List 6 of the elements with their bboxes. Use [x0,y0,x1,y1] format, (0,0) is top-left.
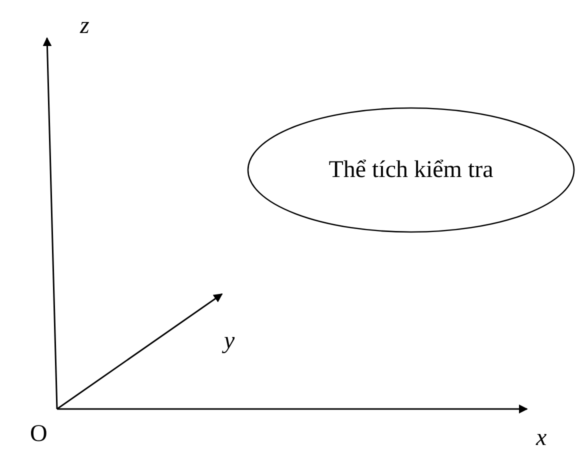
axis-label: y [224,327,235,355]
origin-label: O [30,420,48,448]
node-label: Thể tích kiểm tra [328,156,494,184]
ellipse-node [247,107,575,233]
axis-label: x [536,424,547,452]
axis-label: z [80,12,90,40]
